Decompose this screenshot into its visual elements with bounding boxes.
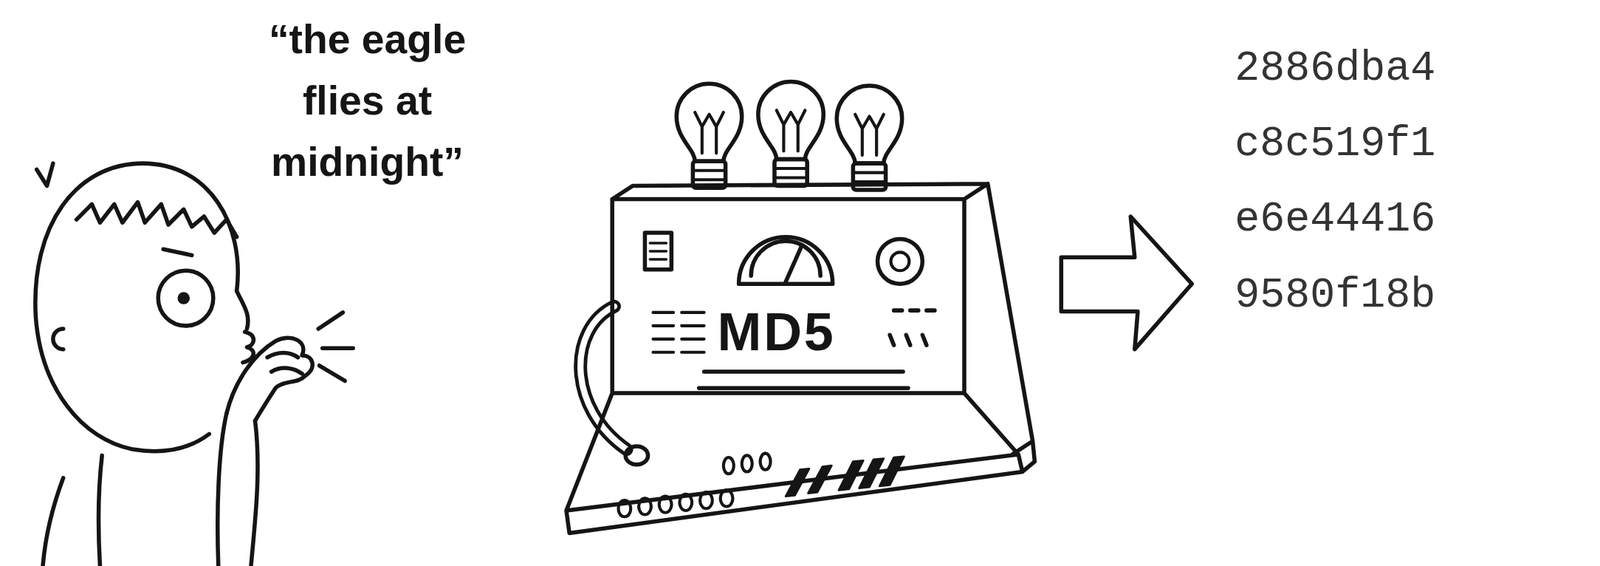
hose-knob	[625, 445, 648, 465]
dial-knob-center	[891, 251, 910, 271]
whispering-person	[35, 163, 353, 566]
eye	[158, 270, 214, 326]
lips	[242, 331, 254, 362]
machine-outline	[566, 178, 1036, 566]
machine-body	[566, 183, 1035, 534]
nose	[237, 290, 249, 329]
document-lines	[649, 242, 666, 260]
machine-label: MD5	[717, 301, 836, 363]
finger-lines	[267, 352, 302, 373]
hose	[580, 306, 627, 449]
pupil	[178, 293, 190, 304]
hand	[226, 337, 313, 421]
md5-machine: MD5	[566, 178, 1036, 566]
light-bulb	[758, 81, 824, 187]
body	[42, 454, 102, 565]
indicator-dashes	[652, 312, 704, 353]
eyebrow	[163, 248, 192, 255]
md5-machine-details	[580, 81, 935, 517]
buttons-top	[723, 453, 771, 475]
hair-tuft	[36, 163, 54, 186]
hair	[76, 202, 238, 238]
arm	[217, 413, 258, 566]
document-icon	[644, 232, 672, 270]
head-outline	[35, 163, 238, 452]
light-bulb	[676, 83, 742, 188]
spoken-phrase: “the eagle flies at midnight”	[250, 8, 486, 192]
gauge-needle	[785, 245, 802, 283]
panel-lines	[699, 371, 909, 388]
dial-knob	[877, 238, 923, 284]
hose-inner	[580, 306, 627, 449]
whisper-lines	[318, 312, 353, 381]
gauge	[739, 237, 833, 285]
output-arrow	[1061, 216, 1192, 350]
light-bulb	[836, 85, 902, 190]
ear	[53, 328, 64, 350]
hash-output: 2886dba4 c8c519f1 e6e44416 9580f18b	[1234, 30, 1470, 333]
indicator-dots	[889, 310, 935, 345]
